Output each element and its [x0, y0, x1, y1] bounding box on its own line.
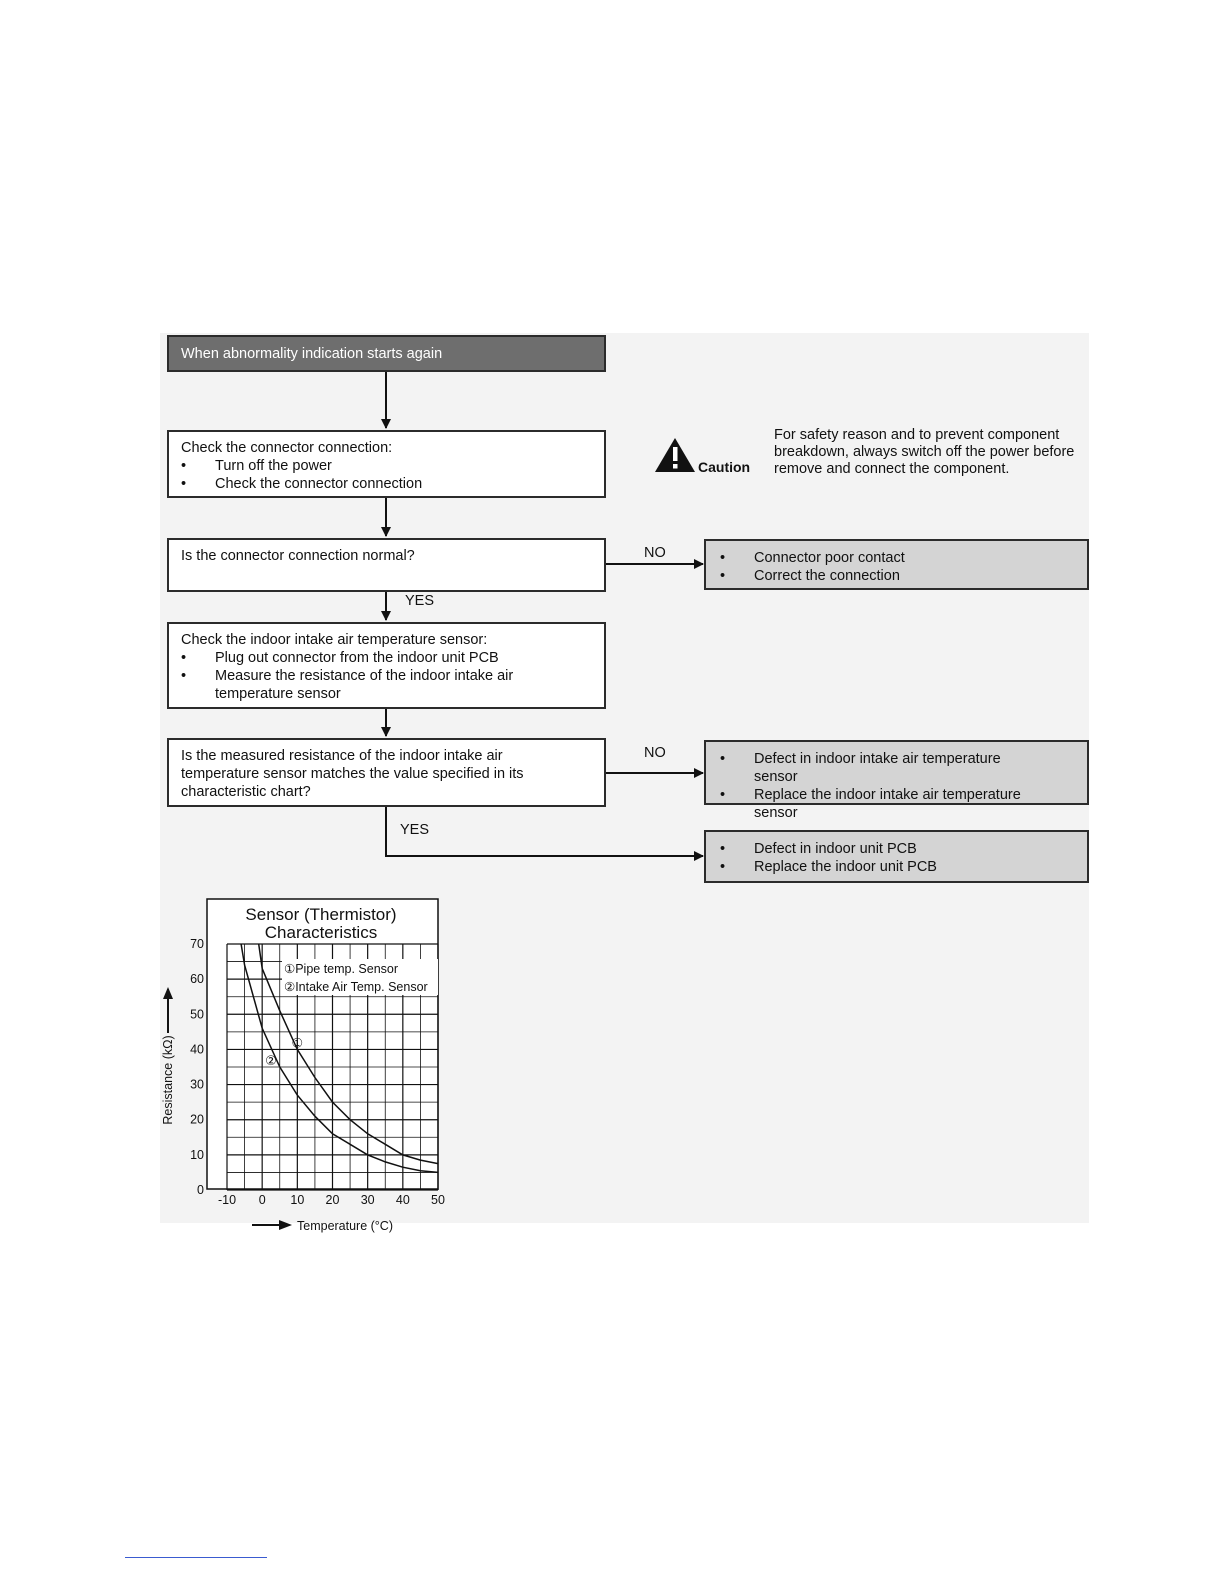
step1-title: Check the connector connection: — [181, 440, 393, 456]
q1-text: Is the connector connection normal? — [181, 548, 415, 564]
legend-item-intake: ②Intake Air Temp. Sensor — [284, 980, 428, 994]
caution-label: Caution — [698, 459, 751, 475]
list-item: Measure the resistance of the indoor int… — [181, 667, 541, 703]
y-tick-label: 70 — [190, 937, 204, 951]
series-marker-1: ① — [292, 1036, 304, 1051]
q1-box: Is the connector connection normal? — [167, 538, 606, 592]
series-line-2 — [240, 943, 439, 1174]
list-item: Replace the indoor intake air temperatur… — [718, 786, 1038, 822]
y-tick-label: 50 — [190, 1007, 204, 1021]
list-item: Plug out connector from the indoor unit … — [181, 649, 541, 667]
chart-frame — [206, 898, 439, 1190]
step2-list: Plug out connector from the indoor unit … — [181, 649, 541, 703]
y-tick-label: 20 — [190, 1113, 204, 1127]
x-tick-label: 30 — [361, 1193, 375, 1207]
chart-curves: ①② — [240, 943, 439, 1174]
legend-background — [282, 959, 438, 995]
y-tick-label: 40 — [190, 1042, 204, 1056]
series-marker-2: ② — [265, 1053, 277, 1068]
x-tick-label: 10 — [290, 1193, 304, 1207]
start-text: When abnormality indication starts again — [181, 346, 443, 362]
q2-no-label: NO — [644, 745, 666, 761]
chart-title-line1: Sensor (Thermistor) — [245, 905, 396, 924]
q1-yes-label: YES — [405, 593, 435, 609]
y-axis-arrowhead-icon — [163, 987, 173, 999]
q2-yes-result-list: Defect in indoor unit PCB Replace the in… — [718, 840, 1075, 876]
q2-text: Is the measured resistance of the indoor… — [181, 748, 524, 800]
y-tick-label: 30 — [190, 1078, 204, 1092]
list-item: Turn off the power — [181, 457, 592, 475]
x-tick-label: 50 — [431, 1193, 445, 1207]
step2-box: Check the indoor intake air temperature … — [167, 622, 606, 709]
x-axis-label: Temperature (°C) — [297, 1219, 393, 1233]
list-item: Correct the connection — [718, 567, 1075, 585]
chart-ticks: -10 0 10 20 30 40 50 0 10 20 30 40 50 60 70 — [190, 937, 445, 1207]
q2-box: Is the measured resistance of the indoor… — [167, 738, 606, 807]
start-box: When abnormality indication starts again — [167, 335, 606, 372]
legend-item-pipe: ①Pipe temp. Sensor — [284, 962, 398, 976]
y-tick-label: 10 — [190, 1148, 204, 1162]
q2-no-result-box: Defect in indoor intake air temperature … — [704, 740, 1089, 821]
caution-text: For safety reason and to prevent compone… — [774, 427, 1075, 477]
x-tick-label: -10 — [218, 1193, 236, 1207]
list-item: Connector poor contact — [718, 549, 1075, 567]
q2-yes-label: YES — [400, 822, 430, 838]
x-tick-label: 40 — [396, 1193, 410, 1207]
q1-no-result-box: Connector poor contact Correct the conne… — [704, 539, 1089, 590]
list-item: Check the connector connection — [181, 475, 592, 493]
footer-underline — [125, 1557, 267, 1558]
y-tick-label: 0 — [197, 1183, 204, 1197]
series-line-1 — [257, 943, 439, 1165]
y-tick-label: 60 — [190, 972, 204, 986]
chart-title-line2: Characteristics — [265, 923, 377, 942]
warning-icon — [655, 438, 695, 472]
list-item: Defect in indoor intake air temperature … — [718, 750, 1038, 786]
q1-no-label: NO — [644, 545, 666, 561]
step1-list: Turn off the power Check the connector c… — [181, 457, 592, 493]
x-axis-arrowhead-icon — [279, 1220, 292, 1230]
q2-yes-result-box: Defect in indoor unit PCB Replace the in… — [704, 830, 1089, 883]
step1-box: Check the connector connection: Turn off… — [167, 430, 606, 498]
list-item: Defect in indoor unit PCB — [718, 840, 1075, 858]
y-axis-label: Resistance (kΩ) — [161, 1035, 175, 1124]
x-tick-label: 20 — [326, 1193, 340, 1207]
x-tick-label: 0 — [259, 1193, 266, 1207]
q2-no-result-list: Defect in indoor intake air temperature … — [718, 750, 1038, 822]
list-item: Replace the indoor unit PCB — [718, 858, 1075, 876]
step2-title: Check the indoor intake air temperature … — [181, 632, 488, 648]
thermistor-chart: Sensor (Thermistor) Characteristics ①② -… — [161, 898, 445, 1233]
q1-no-result-list: Connector poor contact Correct the conne… — [718, 549, 1075, 585]
